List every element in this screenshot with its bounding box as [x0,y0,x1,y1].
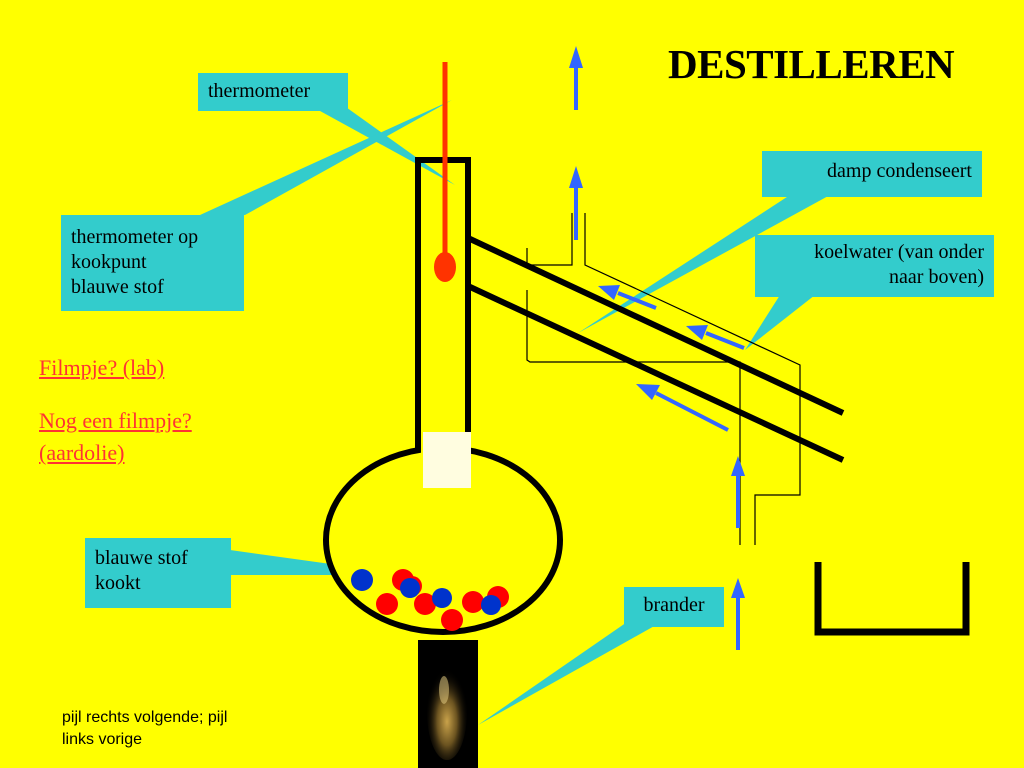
kookpunt-pointer [200,100,452,215]
link-line[interactable]: Nog een filmpje? [39,408,192,433]
thermometer [434,62,456,282]
label-line: koelwater (van onder [814,241,984,263]
arrow-up-icon [569,166,583,240]
page-title: DESTILLEREN [668,41,955,87]
arrow-left-icon [598,285,657,310]
flame [427,664,467,760]
thermometer-pointer [300,100,455,185]
label-line: naar boven) [889,266,984,288]
red-particle [414,593,436,615]
flow-arrows [569,46,745,650]
thermometer-kookpunt-label: thermometer op kookpunt blauwe stof [61,215,244,311]
red-particle [376,593,398,615]
arrow-up-icon [731,578,745,650]
damp-pointer [578,195,830,333]
blue-particle [400,578,420,598]
label-line: kookpunt [71,251,147,273]
red-particle [441,609,463,631]
brander-pointer [478,620,665,725]
label-line: thermometer op [71,226,199,248]
link-line[interactable]: (aardolie) [39,440,125,465]
label-line: blauwe stof [71,276,164,298]
arrow-left-icon [686,325,745,350]
blue-particle [432,588,452,608]
collection-beaker [814,562,970,636]
red-particle [462,591,484,613]
stopper [423,432,471,488]
navigation-note: pijl rechts volgende; pijl links vorige [62,707,227,751]
arrow-up-icon [731,456,745,528]
koelwater-pointer [745,295,815,350]
blue-particle [351,569,373,591]
particles [351,569,509,631]
blauwe-stof-kookt-label: blauwe stof kookt [85,538,231,608]
blue-particle [481,595,501,615]
arrow-up-icon [569,46,583,110]
thermometer-label-text: thermometer [208,80,311,102]
koelwater-label: koelwater (van onder naar boven) [755,235,994,297]
note-line: links vorige [62,731,143,748]
damp-condenseert-label: damp condenseert [762,151,982,197]
brander-label: brander [624,587,724,627]
thermometer-bulb [434,252,456,282]
thermometer-label: thermometer [198,73,348,111]
burner [418,640,478,768]
filmpje-lab-link[interactable]: Filmpje? (lab) [39,355,165,380]
label-line: kookt [95,572,141,594]
note-line: pijl rechts volgende; pijl [62,709,228,726]
filmpje-aardolie-link[interactable]: Nog een filmpje? (aardolie) [39,407,192,467]
damp-label-text: damp condenseert [827,160,972,182]
arrow-left-icon [636,384,729,432]
brander-label-text: brander [643,594,705,616]
cooling-jacket [526,213,801,545]
label-line: blauwe stof [95,547,188,569]
